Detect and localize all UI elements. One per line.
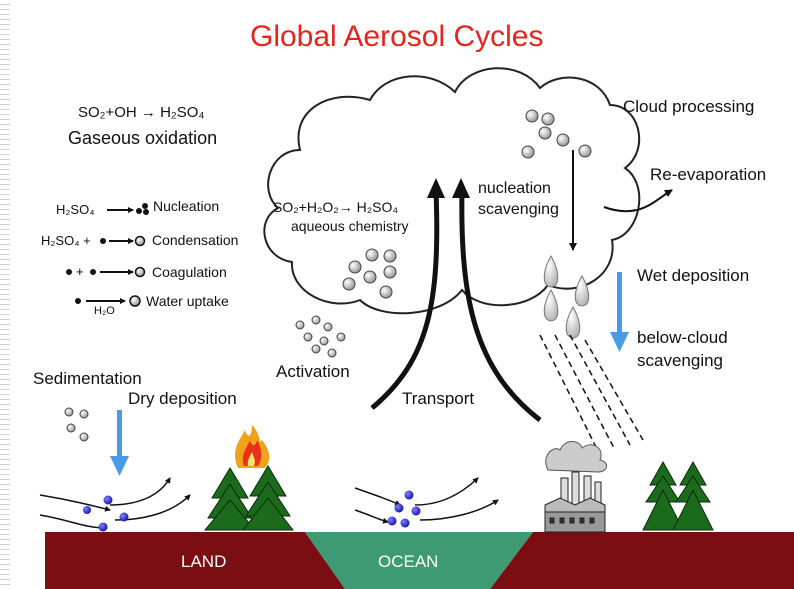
sedimentation-blue-arrow (110, 410, 129, 476)
condensation-label: Condensation (152, 232, 239, 248)
transport-arrow-left-head (427, 178, 445, 198)
water-uptake-label: Water uptake (146, 293, 229, 309)
cloud-processing-label: Cloud processing (623, 97, 755, 116)
transport-arrow-right (459, 189, 542, 422)
factory-icon (544, 441, 607, 533)
land-ground (45, 532, 345, 589)
ocean-particles (387, 490, 421, 528)
rain-streaks (539, 334, 644, 456)
coagulation-label: Coagulation (152, 264, 227, 280)
tree-icon (642, 460, 684, 531)
nucleation-scavenging-line2: scavenging (478, 201, 559, 218)
wet-deposition-blue-arrow (610, 272, 629, 352)
re-evaporation-label: Re-evaporation (650, 165, 767, 184)
activation-label: Activation (276, 362, 350, 381)
nucleation-scavenging-line1: nucleation (478, 180, 551, 197)
sedimentation-particles (64, 407, 89, 442)
activation-particles (295, 315, 346, 358)
below-cloud-line1: below-cloud (637, 328, 728, 347)
tree-icon (241, 465, 295, 531)
coagulation-diagram: + (66, 264, 146, 279)
transport-arrow-left (370, 189, 440, 410)
aqueous-chemistry-label: aqueous chemistry (291, 218, 409, 234)
aqueous-equation: SO₂+H₂O₂→ H₂SO₄ (273, 199, 399, 215)
land-ground-right (490, 532, 794, 589)
oxidation-label: Gaseous oxidation (68, 128, 218, 148)
land-label: LAND (181, 552, 227, 571)
side-ruler (0, 0, 10, 589)
land-particles (83, 495, 129, 532)
ocean-basin (305, 532, 533, 589)
ocean-label: OCEAN (378, 552, 439, 571)
svg-text:+: + (76, 264, 84, 279)
land-flow-lines (39, 477, 191, 531)
condensation-lhs: H₂SO₄ + (41, 233, 91, 248)
tree-icon (203, 467, 257, 531)
oxidation-equation: SO₂+OH → H₂SO₄ (78, 104, 205, 121)
cloud-particles-right (521, 109, 592, 159)
condensation-diagram (100, 235, 146, 247)
diagram-title: Global Aerosol Cycles (250, 20, 544, 53)
below-cloud-line2: scavenging (637, 351, 724, 370)
fire-icon (235, 425, 270, 468)
water-uptake-arrow-label: H₂O (94, 305, 115, 317)
tree-icon (672, 460, 714, 531)
sedimentation-label: Sedimentation (33, 369, 142, 388)
re-evaporation-arrow (603, 189, 673, 213)
dry-deposition-label: Dry deposition (128, 389, 237, 408)
transport-arrow-right-head (452, 178, 470, 198)
wet-deposition-label: Wet deposition (637, 266, 750, 285)
nucleation-label: Nucleation (153, 198, 220, 214)
ocean-flow-lines (354, 477, 499, 524)
cloud-particles-left (342, 248, 397, 299)
nucleation-lhs: H₂SO₄ (56, 202, 95, 217)
nucleation-diagram (107, 203, 149, 215)
cloud-shape (263, 67, 641, 315)
transport-label: Transport (402, 389, 475, 408)
raindrops (543, 254, 590, 339)
water-uptake-diagram (75, 295, 141, 307)
